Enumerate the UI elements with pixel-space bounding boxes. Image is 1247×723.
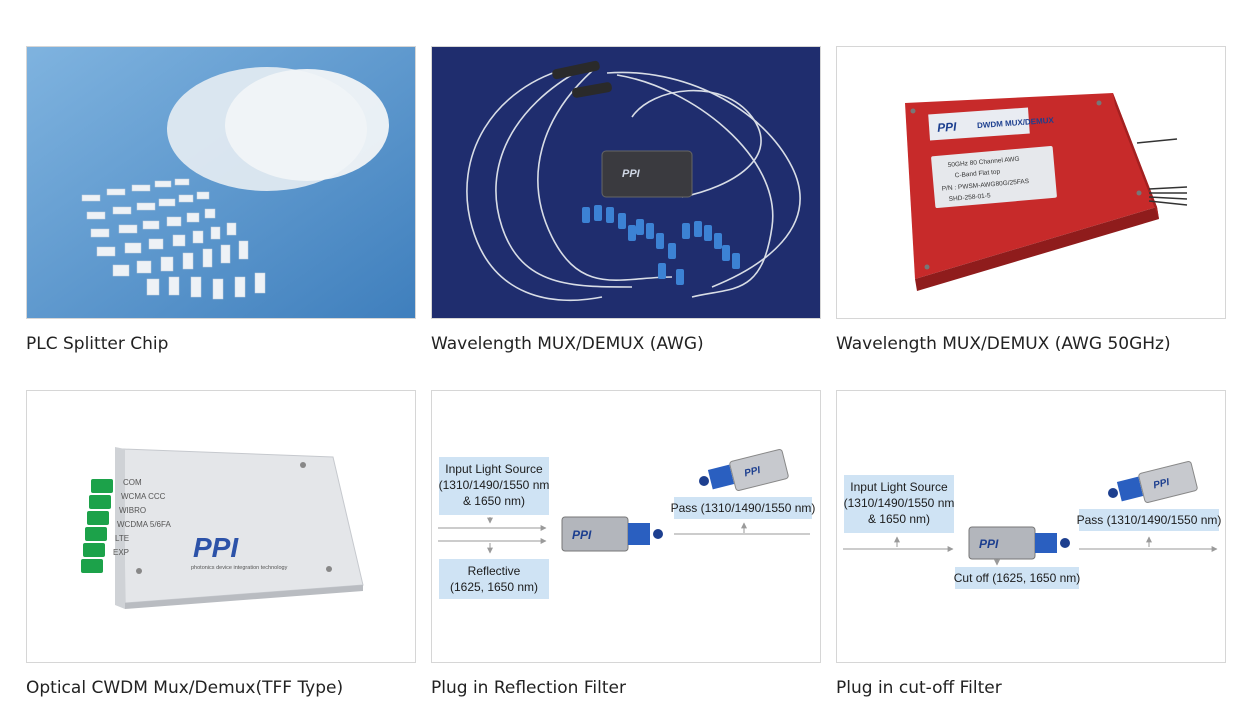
reflective-label-box: Reflective (1625, 1650 nm) [439, 559, 549, 599]
cwdm-illustration: COM WCMA CCC WIBRO WCDMA 5/6FA LTE EXP P… [27, 391, 415, 662]
product-card-cwdm[interactable]: COM WCMA CCC WIBRO WCDMA 5/6FA LTE EXP P… [26, 390, 416, 699]
input-label-box: Input Light Source (1310/1490/1550 nm & … [844, 475, 955, 533]
product-image-awg-50ghz[interactable]: PPI DWDM MUX/DEMUX 50GHz 80 Channel AWG … [836, 46, 1226, 319]
product-image-reflection-filter[interactable]: Input Light Source (1310/1490/1550 nm & … [431, 390, 821, 663]
filter-plug: PPI [561, 516, 663, 552]
awg50-illustration: PPI DWDM MUX/DEMUX 50GHz 80 Channel AWG … [837, 47, 1225, 318]
product-caption[interactable]: Plug in cut-off Filter [836, 678, 1002, 698]
svg-text:PPI: PPI [979, 537, 999, 551]
lc-adapters [81, 479, 113, 573]
product-card-cutoff-filter[interactable]: Input Light Source (1310/1490/1550 nm & … [836, 390, 1226, 699]
svg-text:WCDMA 5/6FA: WCDMA 5/6FA [117, 520, 171, 529]
product-caption[interactable]: Plug in Reflection Filter [431, 678, 626, 698]
svg-text:COM: COM [123, 478, 142, 487]
output-plug: PPI [699, 449, 789, 491]
fiber-pigtails [1136, 138, 1188, 206]
awg-illustration: PPI [432, 47, 820, 318]
product-card-plc-splitter-chip[interactable]: PLC Splitter Chip [26, 46, 416, 355]
red-module: PPI DWDM MUX/DEMUX 50GHz 80 Channel AWG … [905, 93, 1159, 291]
reflection-diagram: Input Light Source (1310/1490/1550 nm & … [432, 391, 820, 662]
product-image-plc-splitter-chip[interactable] [26, 46, 416, 319]
svg-text:PPI: PPI [743, 465, 762, 480]
svg-text:WIBRO: WIBRO [119, 506, 146, 515]
product-caption[interactable]: PLC Splitter Chip [26, 334, 169, 354]
pass-label-box: Pass (1310/1490/1550 nm) [671, 497, 816, 519]
product-caption[interactable]: Optical CWDM Mux/Demux(TFF Type) [26, 678, 344, 698]
cutoff-label-box: Cut off (1625, 1650 nm) [954, 567, 1081, 589]
svg-text:(1625, 1650 nm): (1625, 1650 nm) [450, 580, 538, 594]
product-image-awg[interactable]: PPI [431, 46, 821, 319]
product-image-cutoff-filter[interactable]: Input Light Source (1310/1490/1550 nm & … [836, 390, 1226, 663]
svg-text:SHD-258-01-5: SHD-258-01-5 [948, 192, 991, 203]
port-labels: COM WCMA CCC WIBRO WCDMA 5/6FA LTE EXP [113, 478, 171, 557]
svg-text:photonics device integration t: photonics device integration technology [191, 565, 288, 571]
filter-plug: PPI [968, 526, 1070, 560]
svg-text:Input Light Source: Input Light Source [850, 480, 948, 494]
svg-text:LTE: LTE [115, 534, 129, 543]
connector-cluster [582, 205, 740, 285]
svg-text:Input Light Source: Input Light Source [445, 462, 543, 476]
svg-text:(1310/1490/1550 nm: (1310/1490/1550 nm [844, 496, 955, 510]
svg-text:EXP: EXP [113, 548, 129, 557]
svg-text:& 1650 nm): & 1650 nm) [868, 512, 930, 526]
product-card-reflection-filter[interactable]: Input Light Source (1310/1490/1550 nm & … [431, 390, 821, 699]
cwdm-module [115, 447, 364, 609]
product-card-awg-50ghz[interactable]: PPI DWDM MUX/DEMUX 50GHz 80 Channel AWG … [836, 46, 1226, 355]
product-caption[interactable]: Wavelength MUX/DEMUX (AWG 50GHz) [836, 334, 1171, 354]
svg-text:& 1650 nm): & 1650 nm) [463, 494, 525, 508]
plc-chip-illustration [27, 47, 415, 318]
output-plug: PPI [1108, 461, 1198, 503]
svg-text:Pass (1310/1490/1550 nm): Pass (1310/1490/1550 nm) [671, 501, 816, 515]
svg-text:Cut off (1625, 1650 nm): Cut off (1625, 1650 nm) [954, 571, 1081, 585]
product-caption[interactable]: Wavelength MUX/DEMUX (AWG) [431, 334, 704, 354]
svg-text:PPI: PPI [622, 168, 641, 180]
svg-text:C-Band Flat top: C-Band Flat top [954, 168, 1000, 179]
svg-text:PPI: PPI [1152, 477, 1171, 492]
svg-text:PPI: PPI [572, 528, 592, 542]
product-image-cwdm[interactable]: COM WCMA CCC WIBRO WCDMA 5/6FA LTE EXP P… [26, 390, 416, 663]
svg-text:PPI: PPI [193, 532, 239, 563]
svg-text:(1310/1490/1550 nm: (1310/1490/1550 nm [439, 478, 550, 492]
svg-text:WCMA CCC: WCMA CCC [121, 492, 166, 501]
svg-text:Reflective: Reflective [468, 564, 521, 578]
pass-label-box: Pass (1310/1490/1550 nm) [1077, 509, 1222, 531]
svg-text:Pass (1310/1490/1550 nm): Pass (1310/1490/1550 nm) [1077, 513, 1222, 527]
chip-pieces [81, 178, 266, 300]
fiber-cables [466, 66, 801, 302]
awg-module-box: PPI [601, 150, 693, 198]
cutoff-diagram: Input Light Source (1310/1490/1550 nm & … [837, 391, 1225, 662]
svg-text:PPI: PPI [937, 120, 958, 135]
product-card-awg[interactable]: PPI Wavelength MUX/DEMUX (AWG) [431, 46, 821, 355]
ppi-logo: PPI photonics device integration technol… [191, 532, 288, 571]
wafer-shape [225, 69, 389, 181]
input-label-box: Input Light Source (1310/1490/1550 nm & … [439, 457, 550, 515]
